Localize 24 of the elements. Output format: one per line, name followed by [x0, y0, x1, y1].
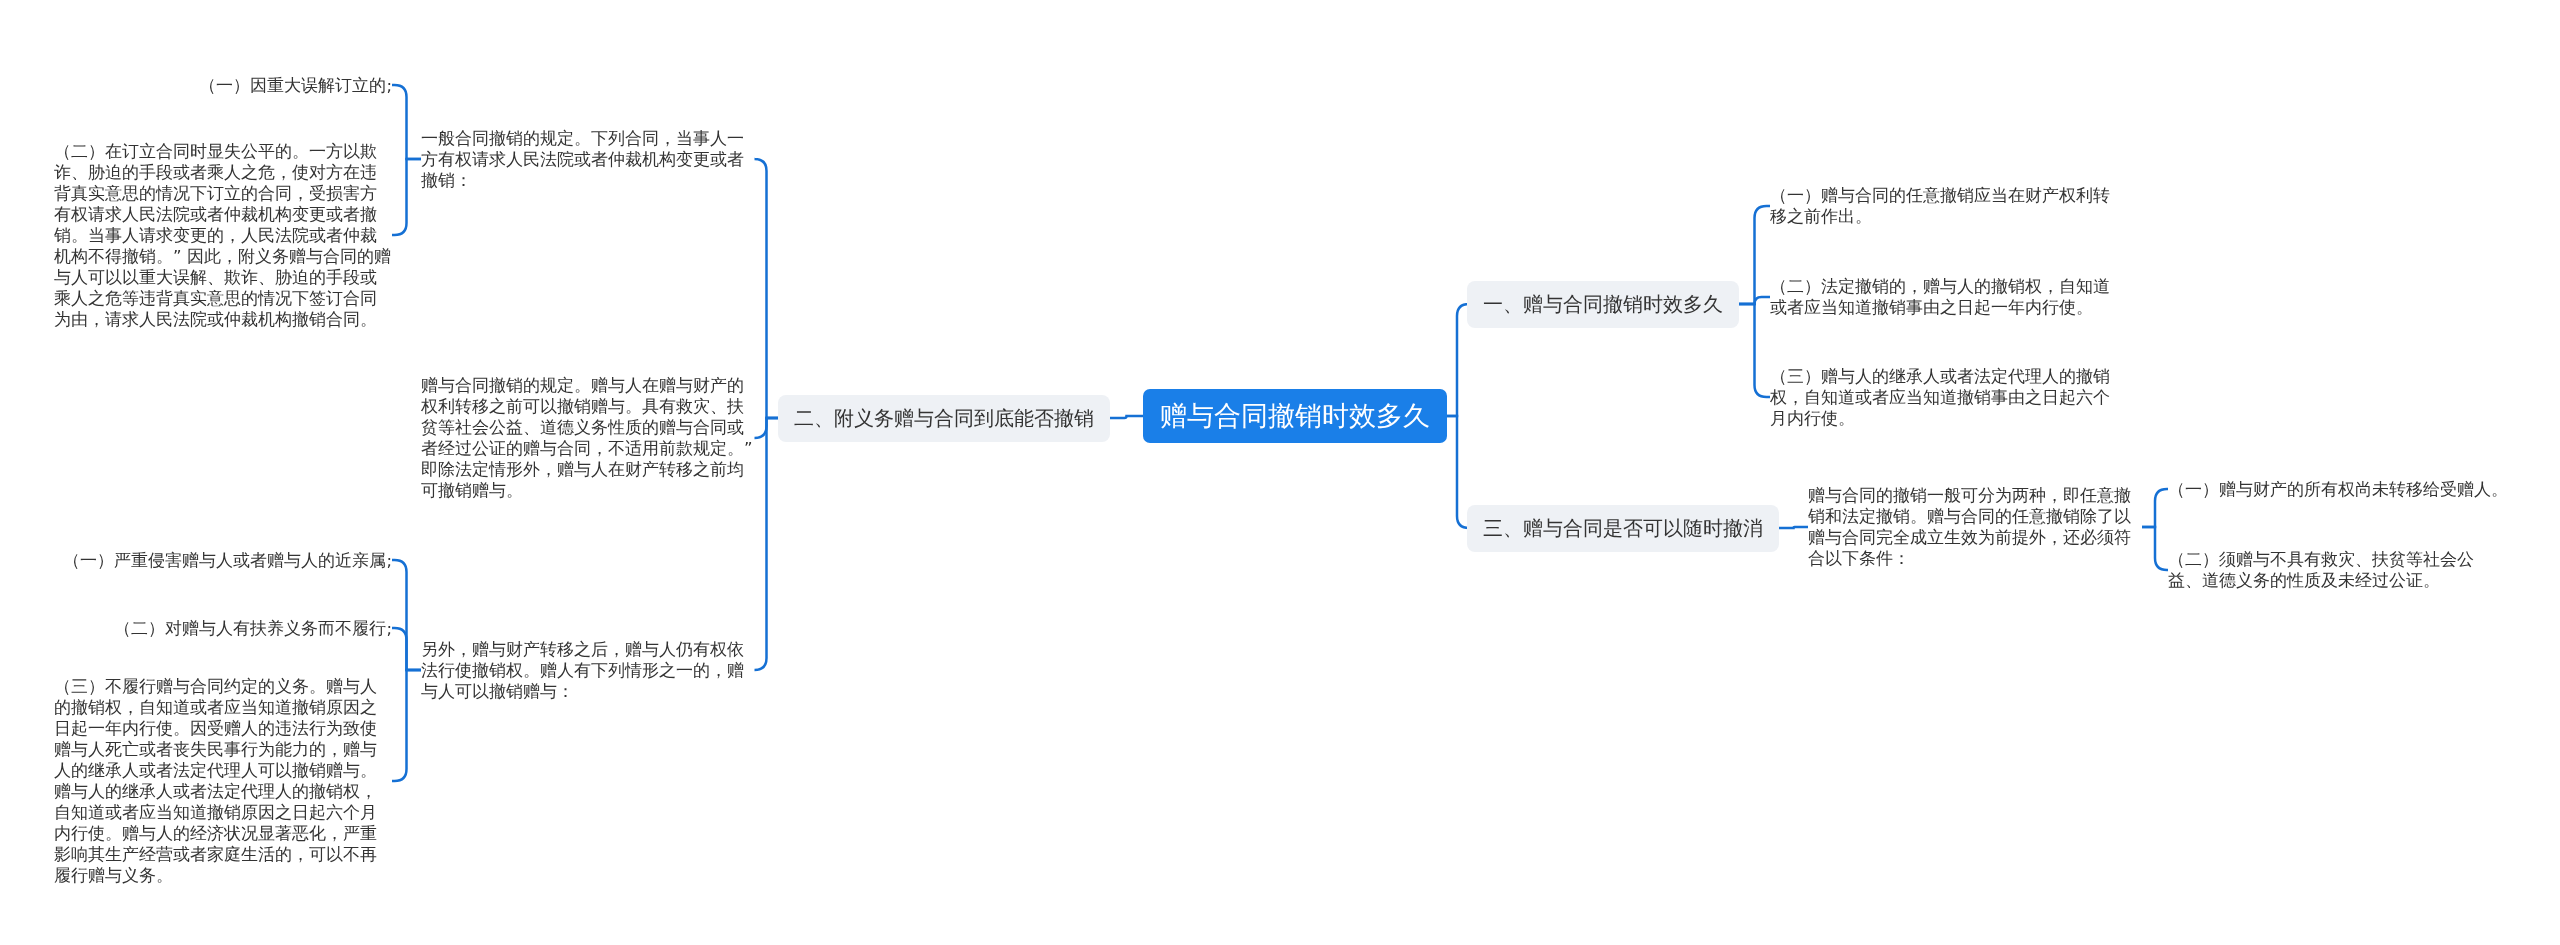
- note-text: 赠与合同撤销的规定。赠与人在赠与财产的权利转移之前可以撤销赠与。具有救灾、扶贫等社会公益、道德义务性质的赠与合同或者经过公证的赠与合同，不适用前款规定。” 即除法定情形外，赠与人在财产转移之前均可撤销赠与。: [421, 375, 755, 501]
- note-text: （二）须赠与不具有救灾、扶贫等社会公益、道德义务的性质及未经过公证。: [2168, 549, 2506, 591]
- central-topic-box: 赠与合同撤销时效多久: [1143, 389, 1447, 443]
- connector-line: [392, 668, 421, 783]
- note-text: 一般合同撤销的规定。下列合同，当事人一方有权请求人民法院或者仲裁机构变更或者撤销：: [421, 127, 755, 191]
- connector-line: [1779, 525, 1808, 530]
- note-text: （二）对赠与人有扶养义务而不履行;: [114, 617, 392, 639]
- topic-box: 一、赠与合同撤销时效多久: [1467, 280, 1739, 328]
- note-text: （一）赠与财产的所有权尚未转移给受赠人。: [2168, 478, 2508, 500]
- note-text: （二）法定撤销的，赠与人的撤销权，自知道或者应当知道撤销事由之日起一年内行使。: [1770, 276, 2112, 318]
- note-text: （三）赠与人的继承人或者法定代理人的撤销权，自知道或者应当知道撤销事由之日起六个月内行使。: [1770, 365, 2112, 429]
- note-text: （二）在订立合同时显失公平的。一方以欺诈、胁迫的手段或者乘人之危，使对方在违背真实意思的情况下订立的合同，受损害方有权请求人民法院或者仲裁机构变更或者撤销。当事人请求变更的，人民法院或者仲裁机构不得撤销。” 因此，附义务赠与合同的赠与人可以以重大误解、欺诈、胁迫的手段或乘人之危等违背真实意思的情况下签订合同为由，请求人民法院或仲裁机构撤销合同。: [54, 140, 392, 330]
- connector-line: [2142, 525, 2169, 572]
- note-text: （一）严重侵害赠与人或者赠与人的近亲属;: [63, 549, 392, 571]
- connector-line: [1110, 414, 1143, 420]
- note-text: 赠与合同的撤销一般可分为两种，即任意撤销和法定撤销。赠与合同的任意撤销除了以赠与合同完全成立生效为前提外，还必须符合以下条件：: [1808, 485, 2142, 569]
- connector-line: [392, 157, 421, 237]
- note-text: （一）赠与合同的任意撤销应当在财产权利转移之前作出。: [1770, 185, 2112, 227]
- topic-box: 三、赠与合同是否可以随时撤消: [1467, 504, 1779, 552]
- note-text: （三）不履行赠与合同约定的义务。赠与人的撤销权，自知道或者应当知道撤销原因之日起一年内行使。因受赠人的违法行为致使赠与人死亡或者丧失民事行为能力的，赠与人的继承人或者法定代理人可以撤销赠与。赠与人的继承人或者法定代理人的撤销权，自知道或者应当知道撤销原因之日起六个月内行使。赠与人的经济状况显著恶化，严重影响其生产经营或者家庭生活的，可以不再履行赠与义务。: [54, 676, 392, 886]
- note-text: （一）因重大误解订立的;: [199, 74, 392, 96]
- topic-box: 二、附义务赠与合同到底能否撤销: [778, 394, 1110, 442]
- note-text: 另外，赠与财产转移之后，赠与人仍有权依法行使撤销权。赠人有下列情形之一的，赠与人可以撤销赠与：: [421, 638, 755, 702]
- connector-line: [753, 416, 778, 672]
